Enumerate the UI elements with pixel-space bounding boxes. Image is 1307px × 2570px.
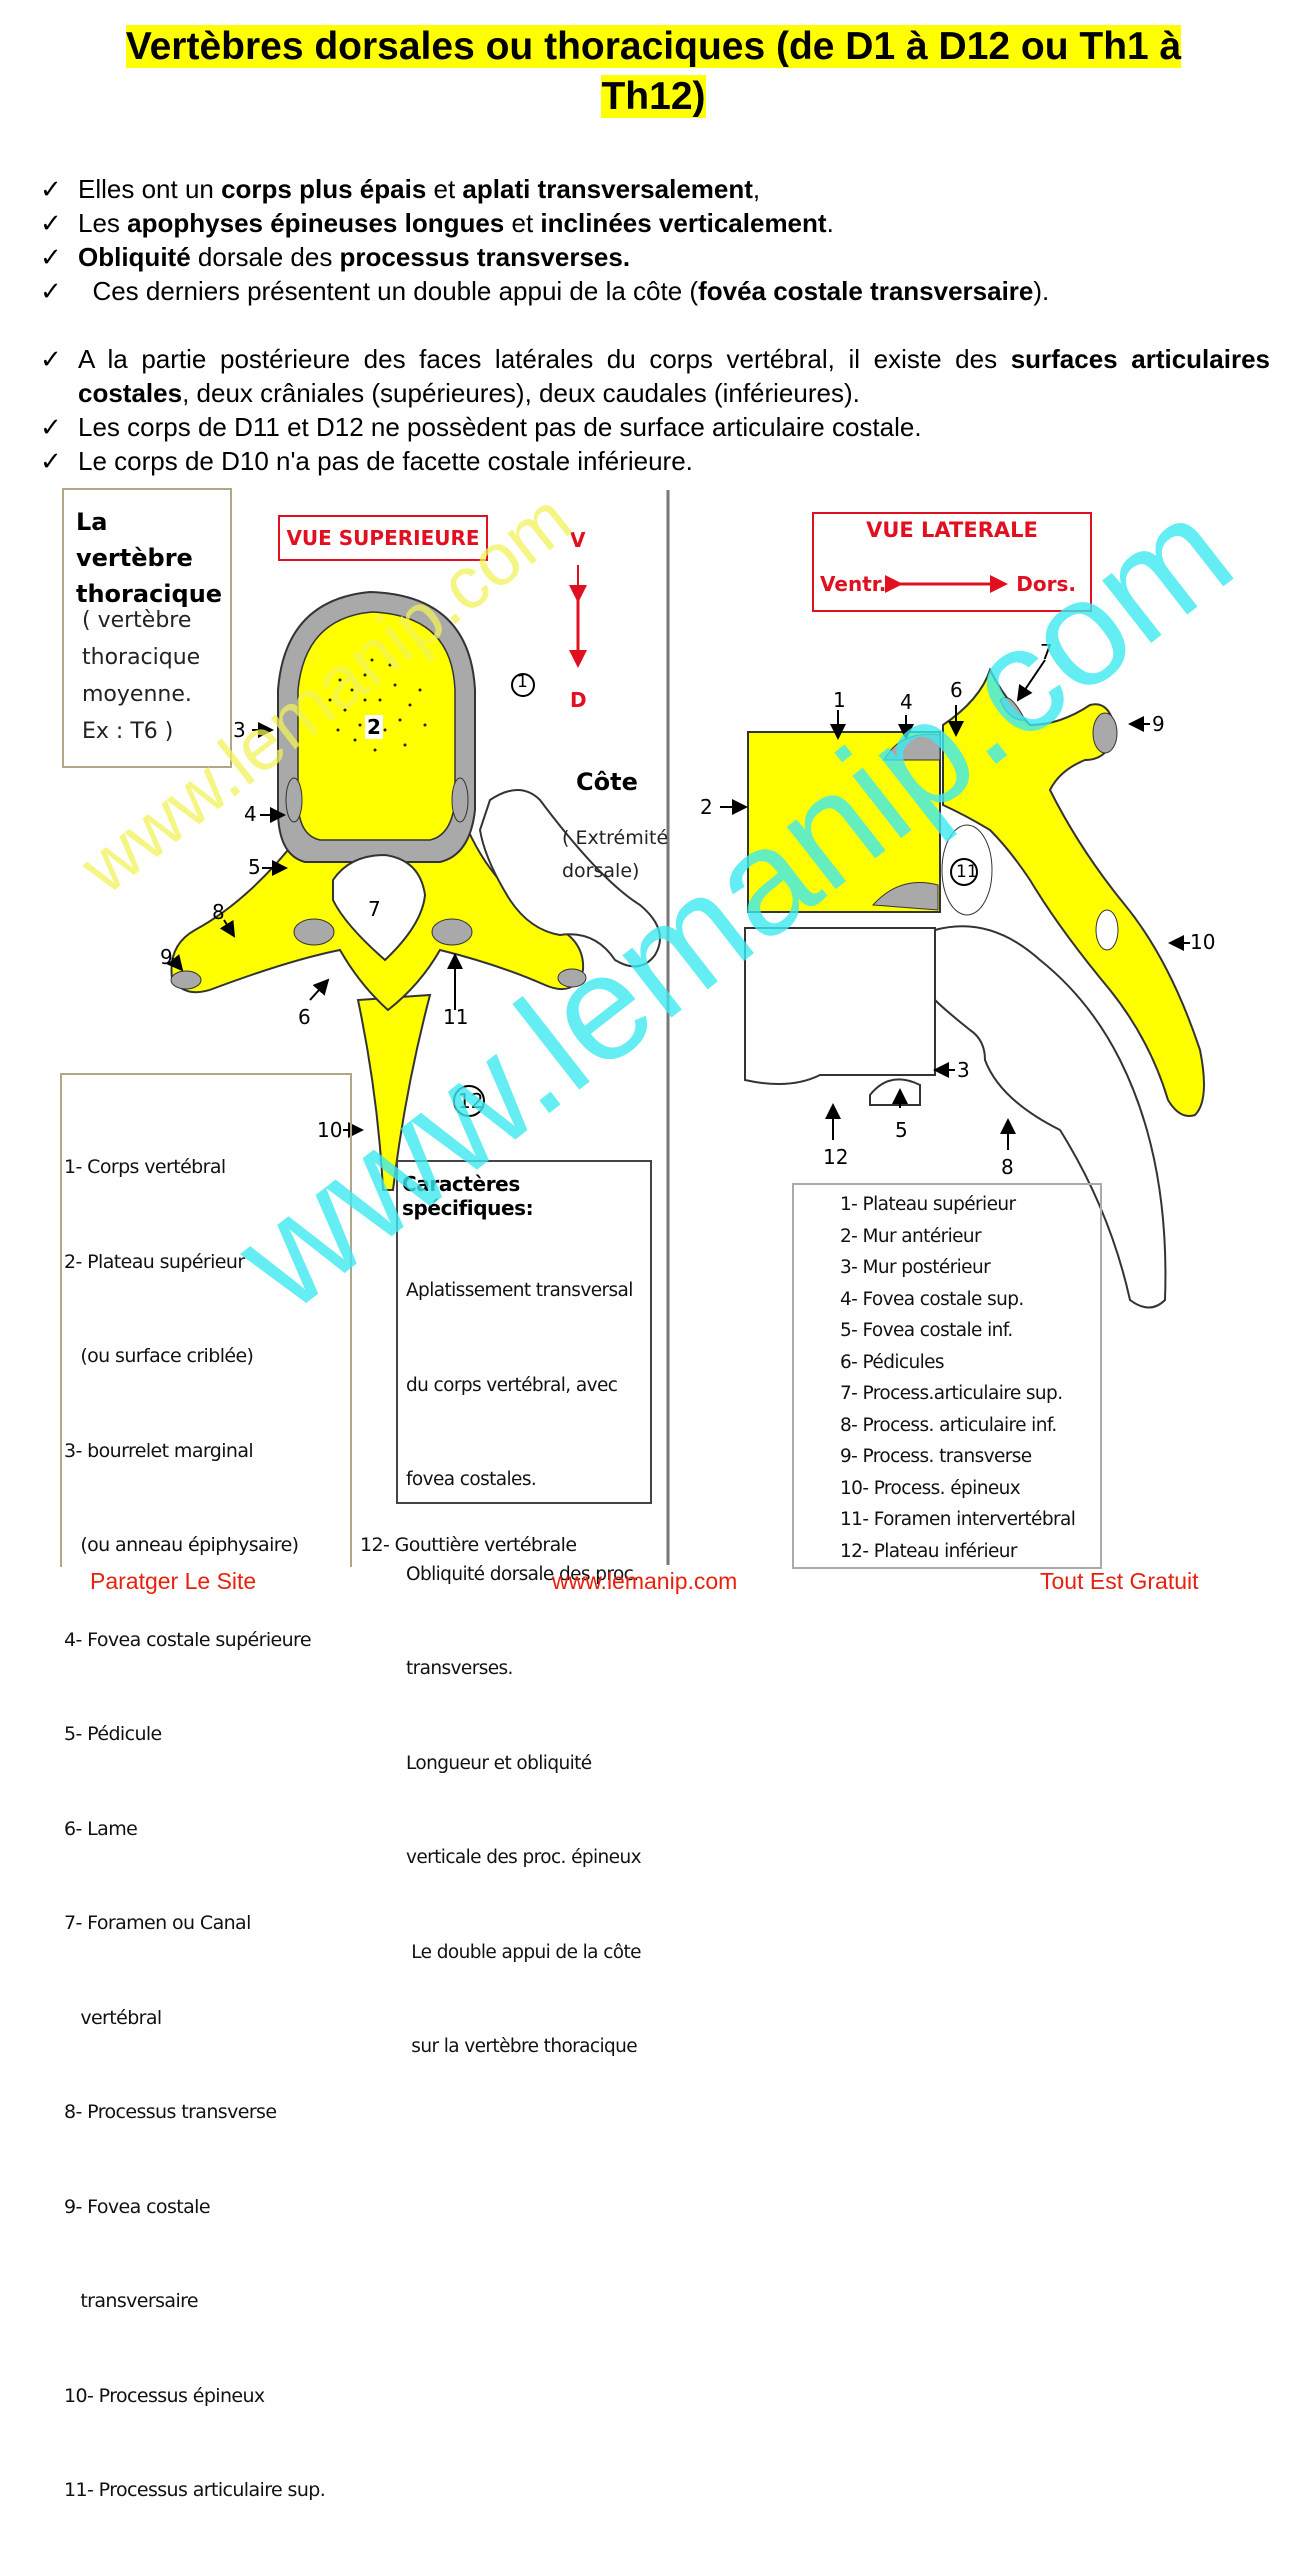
label-2: 2 bbox=[365, 715, 383, 739]
lat-label-6: 6 bbox=[950, 678, 963, 702]
label-8: 8 bbox=[212, 900, 225, 924]
rib-label: Côte bbox=[576, 768, 638, 796]
legend-left-item: 3- bourrelet marginal bbox=[64, 1436, 325, 1468]
lateral-view-box: VUE LATERALE Ventr. Dors. bbox=[812, 512, 1092, 612]
ventral-letter: V bbox=[570, 528, 585, 552]
legend-left-list: 1- Corps vertébral 2- Plateau supérieur … bbox=[64, 1089, 325, 2570]
vertebra-title-box: La vertèbre thoracique ( vertèbre thorac… bbox=[62, 488, 232, 768]
lat-transverse bbox=[1093, 713, 1117, 753]
legend-left-item: transversaire bbox=[64, 2286, 325, 2318]
footer-site-link[interactable]: www.lemanip.com bbox=[552, 1568, 737, 1595]
label-circle-1: 1 bbox=[517, 672, 528, 692]
lat-label-8: 8 bbox=[1001, 1155, 1014, 1179]
footer-share-link[interactable]: Paratger Le Site bbox=[90, 1568, 256, 1595]
label-3: 3 bbox=[233, 718, 246, 742]
label-4: 4 bbox=[244, 802, 257, 826]
fovea-left bbox=[286, 778, 302, 822]
legend-right-item: 2- Mur antérieur bbox=[840, 1221, 1075, 1253]
label-12: 12 bbox=[458, 1089, 483, 1113]
legend-left-item: 2- Plateau supérieur bbox=[64, 1247, 325, 1279]
legend-right-item: 5- Fovea costale inf. bbox=[840, 1315, 1075, 1347]
lateral-view-label: VUE LATERALE bbox=[814, 518, 1090, 542]
legend-left-item: (ou anneau épiphysaire) bbox=[64, 1530, 325, 1562]
legend-left-item: 6- Lame bbox=[64, 1814, 325, 1846]
legend-right-item: 7- Process.articulaire sup. bbox=[840, 1378, 1075, 1410]
legend-right-item: 12- Plateau inférieur bbox=[840, 1536, 1075, 1568]
lat-label-10: 10 bbox=[1190, 930, 1215, 954]
legend-right-list: 1- Plateau supérieur 2- Mur antérieur 3-… bbox=[840, 1189, 1075, 1567]
lat-label-11: 11 bbox=[956, 862, 978, 882]
rib-sub-label: ( Extrémité dorsale) bbox=[562, 822, 668, 888]
articular-left bbox=[294, 919, 334, 945]
box-sub-4: Ex : T6 ) bbox=[82, 713, 200, 750]
label-11: 11 bbox=[443, 1005, 468, 1029]
legend-right-item: 6- Pédicules bbox=[840, 1347, 1075, 1379]
legend-right-item: 1- Plateau supérieur bbox=[840, 1189, 1075, 1221]
lat-label-4: 4 bbox=[900, 690, 913, 714]
legend-right-item: 4- Fovea costale sup. bbox=[840, 1284, 1075, 1316]
legend-left-item: 1- Corps vertébral bbox=[64, 1152, 325, 1184]
lat-label-2: 2 bbox=[700, 795, 713, 819]
legend-left-item: 9- Fovea costale bbox=[64, 2192, 325, 2224]
lat-label-12: 12 bbox=[823, 1145, 848, 1169]
box-sub-3: moyenne. bbox=[82, 676, 200, 713]
legend-left-item: (ou surface criblée) bbox=[64, 1341, 325, 1373]
dorsal-label: Dors. bbox=[1016, 572, 1076, 596]
legend-right-box: 1- Plateau supérieur 2- Mur antérieur 3-… bbox=[792, 1183, 1102, 1569]
footer-free-text: Tout Est Gratuit bbox=[1040, 1568, 1199, 1595]
legend-left-box: 1- Corps vertébral 2- Plateau supérieur … bbox=[60, 1073, 352, 1567]
label-9: 9 bbox=[160, 945, 173, 969]
lat-label-1: 1 bbox=[833, 688, 846, 712]
legend-left-item: 11- Processus articulaire sup. bbox=[64, 2475, 325, 2507]
articular-right bbox=[432, 919, 472, 945]
specific-lines: Aplatissement transversal du corps verté… bbox=[406, 1212, 641, 2126]
legend-right-item: 10- Process. épineux bbox=[840, 1473, 1075, 1505]
legend-left-item: 4- Fovea costale supérieure bbox=[64, 1625, 325, 1657]
box-sub-2: thoracique bbox=[82, 639, 200, 676]
legend-left-item: 10- Processus épineux bbox=[64, 2381, 325, 2413]
legend-right-item: 3- Mur postérieur bbox=[840, 1252, 1075, 1284]
dorsal-letter: D bbox=[570, 688, 587, 712]
superior-view-label: VUE SUPERIEURE bbox=[278, 515, 488, 561]
legend-left-item: 7- Foramen ou Canal bbox=[64, 1908, 325, 1940]
legend-right-item: 8- Process. articulaire inf. bbox=[840, 1410, 1075, 1442]
box-title-1: La vertèbre bbox=[76, 504, 230, 576]
lat-label-3: 3 bbox=[957, 1058, 970, 1082]
label-7: 7 bbox=[368, 897, 381, 921]
legend-left-item: vertébral bbox=[64, 2003, 325, 2035]
specific-box: Caractères spécifiques: Aplatissement tr… bbox=[396, 1160, 652, 1504]
ventral-label: Ventr. bbox=[820, 572, 886, 596]
lat-label-9: 9 bbox=[1152, 712, 1165, 736]
legend-left-item: 5- Pédicule bbox=[64, 1719, 325, 1751]
label-5: 5 bbox=[248, 855, 261, 879]
label-6: 6 bbox=[298, 1005, 311, 1029]
fovea-right bbox=[452, 778, 468, 822]
transverse-fovea-right bbox=[558, 969, 586, 987]
legend-right-item: 9- Process. transverse bbox=[840, 1441, 1075, 1473]
transverse-fovea-left bbox=[171, 971, 201, 989]
lat-label-5: 5 bbox=[895, 1118, 908, 1142]
lower-body-shape bbox=[745, 928, 935, 1084]
legend-right-item: 11- Foramen intervertébral bbox=[840, 1504, 1075, 1536]
legend-left-item: 8- Processus transverse bbox=[64, 2097, 325, 2129]
lat-label-7: 7 bbox=[1040, 640, 1053, 664]
box-sub-1: ( vertèbre bbox=[82, 602, 200, 639]
